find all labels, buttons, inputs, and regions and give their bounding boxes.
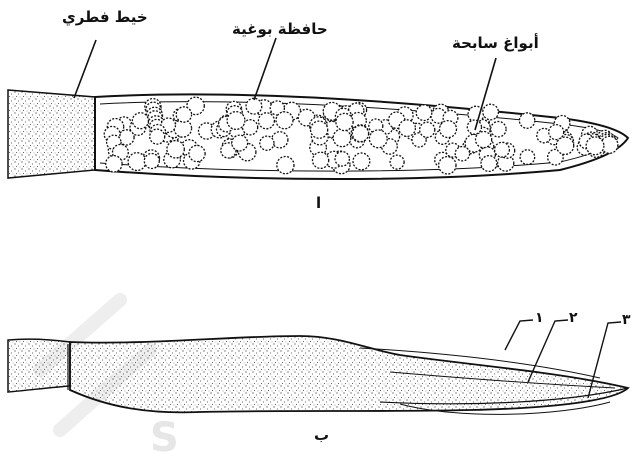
panel-a-caption: ا — [316, 194, 321, 212]
layer-2-number: ٢ — [569, 310, 578, 326]
zoospore — [399, 120, 416, 137]
zoospore — [174, 120, 192, 138]
zoospore — [369, 130, 387, 148]
watermark: S — [150, 415, 179, 461]
zoospore — [277, 157, 294, 174]
zoospore — [491, 122, 506, 137]
zoospore — [336, 113, 353, 130]
zoospore — [353, 153, 370, 170]
hypha-b — [8, 339, 70, 392]
hypha-label: خيط فطري — [62, 8, 148, 26]
zoospore — [439, 157, 456, 174]
zoospore — [467, 120, 481, 134]
zoospore — [520, 150, 535, 165]
panel-b-caption: ب — [314, 426, 329, 444]
zoospore — [333, 129, 351, 147]
zoospore — [150, 129, 165, 144]
panel-b — [8, 320, 628, 414]
hypha-leader — [74, 40, 96, 98]
zoospore — [260, 136, 274, 150]
zoospore — [455, 147, 469, 161]
zoospore — [549, 125, 564, 140]
sporangium-label: حافظة بوغية — [232, 20, 328, 38]
zoospore — [586, 137, 604, 155]
zoospores-label: أبواغ سابحة — [452, 34, 539, 52]
zoospore — [176, 107, 191, 122]
zoospore — [189, 145, 205, 161]
zoospore — [106, 156, 122, 172]
zoospore — [440, 121, 457, 138]
zoospore — [232, 135, 248, 151]
zoospore — [483, 104, 499, 120]
hypha-stub — [8, 90, 95, 178]
zoospore — [495, 142, 510, 157]
zoospore — [276, 112, 293, 129]
zoospore — [352, 126, 368, 142]
sporangium-leader — [254, 38, 276, 100]
zoospore — [311, 121, 328, 138]
zoospore — [420, 122, 435, 137]
zoospore — [132, 113, 148, 129]
zoospore — [128, 153, 146, 171]
zoospore — [258, 113, 274, 129]
zoospore — [519, 113, 534, 128]
zoospore — [416, 105, 432, 121]
panel-a — [8, 38, 628, 179]
zoospore — [481, 156, 497, 172]
zoospore — [246, 98, 262, 114]
sporangium-b — [70, 336, 628, 412]
zoospore — [227, 112, 245, 130]
layer-1-number: ١ — [535, 310, 544, 326]
zoospore — [335, 152, 349, 166]
zoospore — [144, 154, 159, 169]
zoospore — [556, 137, 573, 154]
zoospore — [272, 132, 288, 148]
zoospore — [167, 141, 184, 158]
zoospore — [313, 152, 329, 168]
zoospore — [390, 155, 404, 169]
layer-3-number: ٣ — [622, 312, 631, 328]
